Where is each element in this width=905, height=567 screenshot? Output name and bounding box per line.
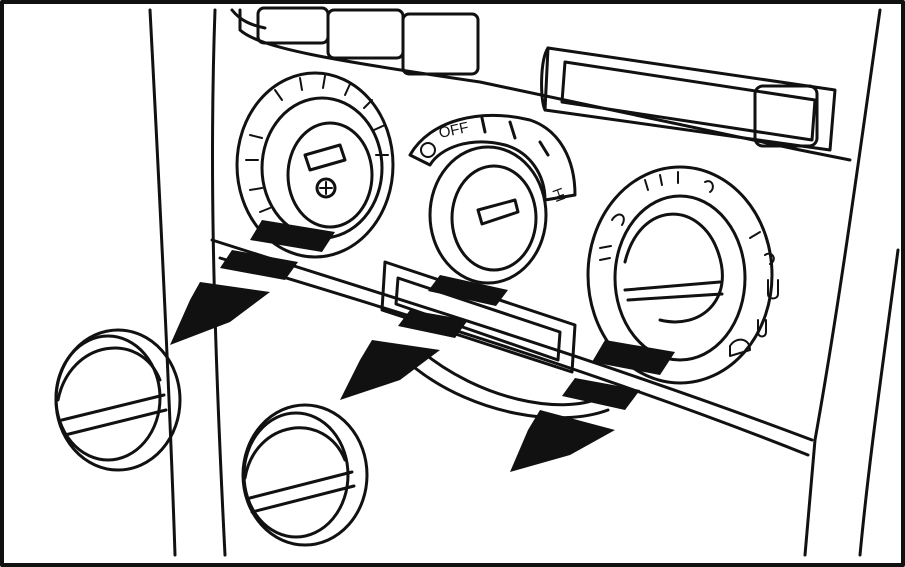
fan-speed-dial: OFF HI: [408, 113, 577, 285]
center-switch: [380, 260, 610, 420]
removal-arrow-right: [510, 340, 675, 472]
defrost-icon: [729, 319, 767, 357]
removed-knob-left: [54, 328, 182, 472]
removal-arrow-center: [340, 275, 508, 400]
bi-level-icon: [704, 180, 714, 193]
fan-hi-label: HI: [549, 186, 569, 205]
removed-knob-right: [241, 403, 369, 547]
removal-arrows: [170, 220, 675, 472]
top-button-1: [256, 6, 330, 45]
screw-icon: [315, 177, 337, 199]
top-button-row: [238, 6, 852, 162]
top-button-2: [326, 8, 405, 60]
floor-icon: [764, 252, 775, 265]
removal-arrow-left: [170, 220, 335, 345]
face-vent-icon: [611, 213, 625, 226]
radio-slot: [540, 46, 837, 152]
fan-icon: [420, 142, 436, 158]
temperature-dial: [235, 71, 395, 259]
top-button-3: [401, 12, 480, 76]
floor-defrost-icon: [767, 279, 779, 300]
fan-off-label: OFF: [437, 119, 470, 142]
mode-dial: [586, 165, 779, 385]
